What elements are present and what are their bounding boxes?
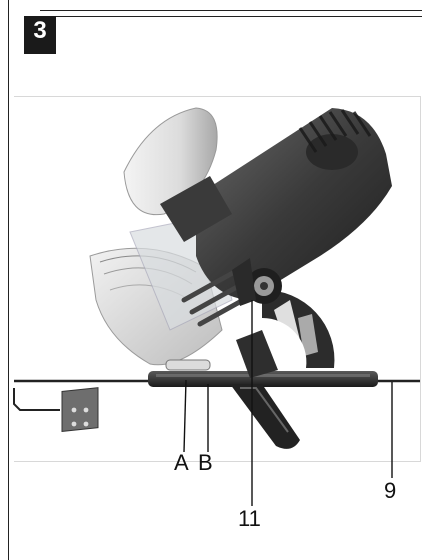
- step-number-badge: 3: [24, 16, 56, 54]
- bevel-bracket: [262, 289, 335, 368]
- header-rule: [40, 10, 422, 11]
- callout-9: 9: [384, 478, 397, 503]
- header-rule-inner: [40, 16, 422, 17]
- callout-leaders: [183, 300, 393, 506]
- bevel-locking-knob: [232, 258, 282, 306]
- margin-rule: [8, 0, 9, 560]
- callout-b: B: [198, 450, 213, 475]
- motor-housing: [181, 108, 392, 327]
- top-handle: [123, 107, 232, 242]
- parallel-guide: [13, 379, 420, 433]
- callout-a: A: [174, 450, 189, 475]
- rear-handle: [230, 330, 300, 449]
- callout-11: 11: [238, 506, 261, 531]
- depth-lever: [165, 359, 211, 371]
- base-plate: [148, 371, 378, 387]
